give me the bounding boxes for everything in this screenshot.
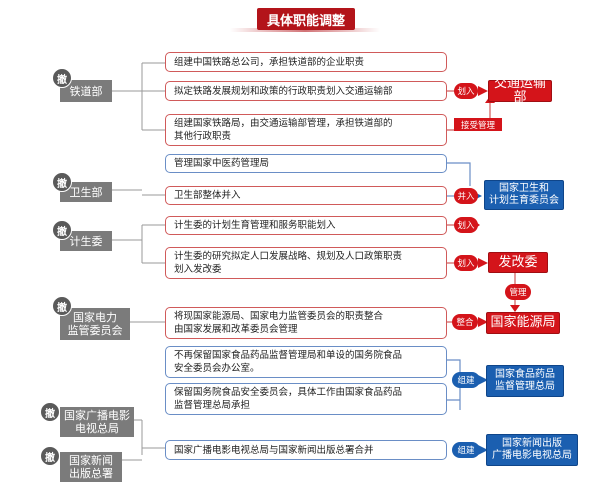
item-text: 保留国务院食品安全委员会，具体工作由国家食品药品 监督管理总局承担 (174, 387, 403, 411)
item-health-merge: 卫生部整体并入 (165, 186, 447, 205)
withdraw-badge-health: 撤 (52, 172, 72, 192)
page-title: 具体职能调整 (257, 8, 355, 30)
target-energy-bureau: 国家能源局 (486, 312, 560, 334)
action-zujian-2: 组建 (452, 442, 480, 458)
action-guanli: 管理 (505, 284, 531, 300)
org-radio-film-tv: 国家广播电影 电视总局 (60, 407, 134, 437)
target-label: 国家卫生和 计划生育委员会 (489, 183, 559, 206)
target-label: 国家食品药品 监督管理总局 (495, 369, 555, 392)
item-text: 卫生部整体并入 (174, 190, 241, 201)
withdraw-badge-railway: 撤 (52, 68, 72, 88)
action-bingru: 并入 (454, 188, 478, 204)
org-radio-tv-label: 国家广播电影 电视总局 (64, 409, 130, 435)
org-family-planning-label: 计生委 (69, 234, 103, 248)
org-press-publication: 国家新闻 出版总署 (60, 452, 122, 482)
org-electricity-label: 国家电力 监管委员会 (67, 311, 123, 337)
item-food-safety-committee: 保留国务院食品安全委员会，具体工作由国家食品药品 监督管理总局承担 (165, 383, 447, 415)
item-text: 拟定铁路发展规划和政策的行政职责划入交通运输部 (174, 85, 393, 97)
item-tcm-admin: 管理国家中医药管理局 (165, 154, 447, 173)
action-huaru-1: 划入 (454, 83, 478, 99)
title-underline (230, 28, 380, 32)
item-food-drug-abolish: 不再保留国家食品药品监督管理局和单设的国务院食品 安全委员会办公室。 (165, 346, 447, 378)
item-text: 管理国家中医药管理局 (174, 158, 270, 169)
withdraw-badge-family-planning: 撤 (52, 220, 72, 240)
item-text: 国家广播电影电视总局与国家新闻出版总署合并 (174, 444, 374, 456)
withdraw-badge-press: 撤 (40, 446, 60, 466)
target-food-drug-admin: 国家食品药品 监督管理总局 (486, 365, 564, 397)
action-zujian-1: 组建 (452, 372, 480, 388)
item-fp-services: 计生委的计划生育管理和服务职能划入 (165, 216, 447, 235)
item-text: 不再保留国家食品药品监督管理局和单设的国务院食品 安全委员会办公室。 (174, 350, 403, 374)
item-text: 组建中国铁路总公司，承担铁道部的企业职责 (174, 56, 365, 68)
action-huaru-3: 划入 (454, 255, 478, 271)
item-media-merge: 国家广播电影电视总局与国家新闻出版总署合并 (165, 440, 447, 460)
org-press-label: 国家新闻 出版总署 (69, 454, 113, 480)
item-railway-bureau: 组建国家铁路局，由交通运输部管理，承担铁道部的 其他行政职责 (165, 114, 447, 146)
withdraw-badge-electricity: 撤 (52, 296, 72, 316)
org-railway-label: 铁道部 (69, 84, 103, 98)
org-health: 卫生部 (60, 182, 112, 202)
item-text: 将现国家能源局、国家电力监管委员会的职责整合 由国家发展和改革委员会管理 (174, 311, 384, 335)
action-accept-management: 接受管理 (454, 118, 502, 131)
org-health-label: 卫生部 (69, 185, 103, 199)
item-railway-planning: 拟定铁路发展规划和政策的行政职责划入交通运输部 (165, 81, 447, 101)
target-label: 国家新闻出版 广播电影电视总局 (492, 438, 572, 461)
item-fp-population: 计生委的研究拟定人口发展战略、规划及人口政策职责 划入发改委 (165, 247, 447, 279)
target-ndrc: 发改委 (488, 252, 548, 273)
item-text: 计生委的研究拟定人口发展战略、规划及人口政策职责 划入发改委 (174, 251, 403, 275)
action-huaru-2: 划入 (454, 217, 478, 233)
target-press-radio-admin: 国家新闻出版 广播电影电视总局 (486, 434, 578, 466)
org-railway: 铁道部 (60, 80, 112, 102)
item-text: 计生委的计划生育管理和服务职能划入 (174, 220, 336, 231)
item-energy-integration: 将现国家能源局、国家电力监管委员会的职责整合 由国家发展和改革委员会管理 (165, 307, 447, 339)
target-health-commission: 国家卫生和 计划生育委员会 (484, 180, 564, 210)
target-transport-ministry: 交通运输部 (488, 77, 552, 105)
action-zhenghe: 整合 (452, 314, 478, 330)
org-electricity-regulator: 国家电力 监管委员会 (60, 308, 130, 340)
item-railway-corporation: 组建中国铁路总公司，承担铁道部的企业职责 (165, 52, 447, 72)
withdraw-badge-radio-tv: 撤 (40, 402, 60, 422)
org-family-planning: 计生委 (60, 231, 112, 251)
item-text: 组建国家铁路局，由交通运输部管理，承担铁道部的 其他行政职责 (174, 118, 393, 142)
